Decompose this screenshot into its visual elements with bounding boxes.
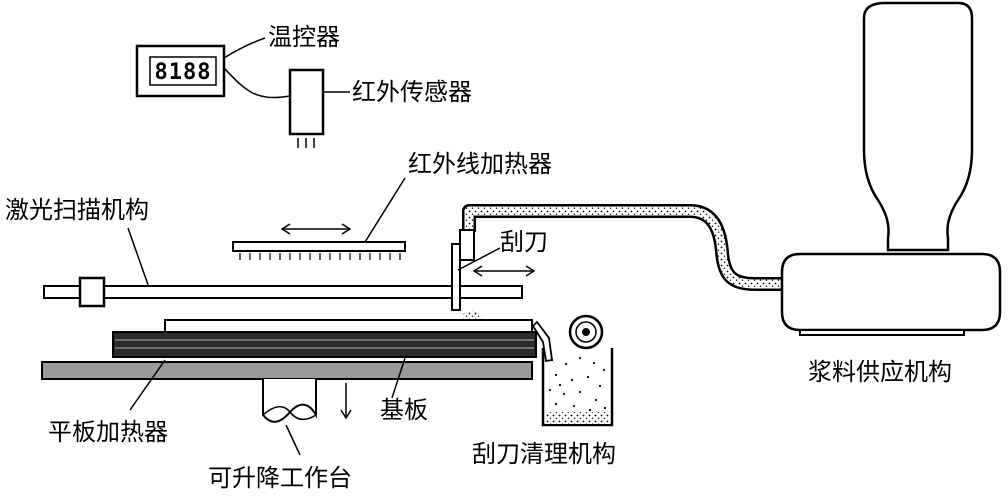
infrared-heater [232, 241, 406, 260]
slurry-pipe [462, 204, 787, 291]
plate-stack [41, 319, 537, 380]
infrared-sensor [288, 68, 325, 148]
laser-scan-rail [43, 276, 523, 308]
controller-sensor-cable [223, 67, 291, 99]
label-laser-scan: 激光扫描机构 [5, 196, 149, 224]
label-lift-table: 可升降工作台 [208, 464, 352, 492]
label-ir-heater: 红外线加热器 [408, 150, 552, 178]
substrate-leader [391, 357, 406, 399]
heater-motion-arrow [280, 223, 352, 235]
laser-leader [127, 227, 153, 297]
slurry-supply-tank [780, 1, 1002, 336]
controller-digits: 8188 [155, 60, 212, 85]
scraper-blade [451, 229, 486, 324]
lift-table-leader [285, 424, 301, 456]
heater-leader [364, 177, 406, 243]
scraper-motion-arrow [472, 265, 536, 277]
plate-heater-leader [129, 359, 166, 411]
label-scraper: 刮刀 [500, 228, 548, 256]
label-scraper-clean: 刮刀清理机构 [472, 440, 616, 468]
lifting-column [262, 379, 317, 423]
scraper-cleaning-mechanism [531, 314, 614, 427]
scraper-leader [457, 247, 501, 271]
temperature-controller: 8188 [135, 44, 226, 98]
label-substrate: 基板 [380, 396, 428, 424]
down-arrow [340, 383, 352, 420]
controller-leader [223, 37, 266, 59]
label-temp-controller: 温控器 [268, 23, 340, 51]
label-plate-heater: 平板加热器 [48, 418, 168, 446]
label-ir-sensor: 红外传感器 [352, 78, 472, 106]
label-slurry-supply: 浆料供应机构 [808, 358, 952, 386]
